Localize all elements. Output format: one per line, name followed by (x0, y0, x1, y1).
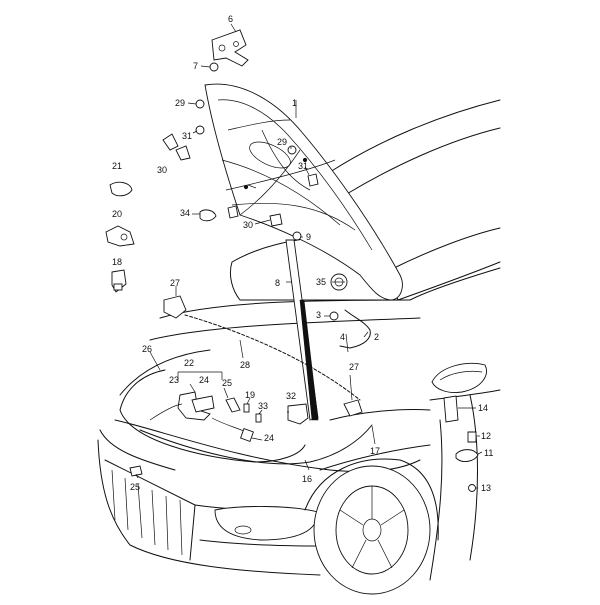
callout-16: 16 (302, 474, 312, 484)
screw-25-lower (129, 465, 143, 477)
hood-hinge (209, 29, 249, 72)
front-seal (119, 369, 306, 463)
callout-13: 13 (481, 483, 491, 493)
callout-14: 14 (478, 403, 488, 413)
leader-lines (135, 23, 483, 489)
callout-24-top: 24 (199, 375, 209, 385)
callout-25-bottom: 25 (130, 482, 140, 492)
callout-28: 28 (240, 360, 250, 370)
callout-3: 3 (316, 310, 321, 320)
callout-21: 21 (112, 161, 122, 171)
front-wheel (304, 458, 439, 595)
callout-25-top: 25 (222, 378, 232, 388)
hood (204, 83, 403, 301)
callout-32: 32 (286, 391, 296, 401)
callout-19: 19 (245, 390, 255, 400)
callout-29-left: 29 (175, 98, 185, 108)
callout-33: 33 (258, 401, 268, 411)
callout-7: 7 (193, 61, 198, 71)
screw-25-upper (225, 397, 241, 413)
callout-6: 6 (228, 14, 233, 24)
callout-27-right: 27 (349, 362, 359, 372)
callout-23: 23 (169, 375, 179, 385)
hood-seal (184, 314, 361, 401)
support-rod (329, 273, 371, 353)
hinge-bracket-right (343, 399, 363, 417)
callout-31-right: 31 (298, 161, 308, 171)
callout-34: 34 (180, 208, 190, 218)
clip-33 (255, 413, 262, 423)
clip-19 (243, 403, 250, 413)
callout-8: 8 (275, 278, 280, 288)
callout-20: 20 (112, 209, 122, 219)
callout-18: 18 (112, 257, 122, 267)
gas-strut (285, 231, 319, 421)
callout-29-right: 29 (277, 137, 287, 147)
release-cable (139, 424, 373, 465)
hinge-bracket-left (163, 295, 187, 319)
callout-4: 4 (340, 332, 345, 342)
callout-27-left: 27 (170, 278, 180, 288)
bracket-32 (287, 403, 309, 425)
callout-11: 11 (484, 448, 493, 458)
callout-26: 26 (142, 344, 152, 354)
side-parts (443, 395, 479, 492)
callout-35: 35 (316, 277, 326, 287)
callout-2: 2 (374, 332, 379, 342)
callout-1: 1 (292, 98, 297, 108)
callout-12: 12 (481, 431, 491, 441)
callout-labels: 6 7 1 29 31 30 29 31 21 20 18 34 30 9 35… (112, 14, 493, 493)
callout-9: 9 (306, 232, 311, 242)
callout-30-left: 30 (157, 165, 167, 175)
callout-24-bottom: 24 (264, 433, 274, 443)
callout-17: 17 (370, 446, 380, 456)
callout-31-left: 31 (182, 131, 192, 141)
callout-22: 22 (184, 358, 194, 368)
callout-30-right: 30 (243, 220, 253, 230)
small-parts (105, 181, 135, 293)
car-body (97, 99, 501, 595)
rubber-buffers (162, 99, 319, 227)
hood-lock (149, 391, 254, 442)
